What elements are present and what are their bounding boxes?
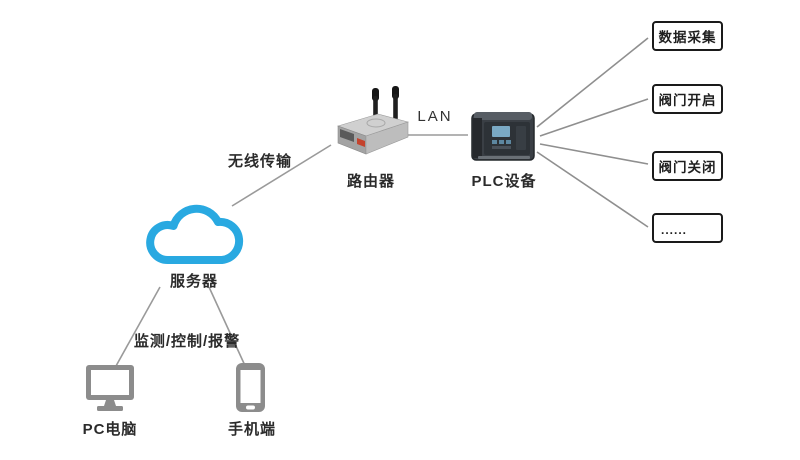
line-plc-output-4 xyxy=(536,151,649,228)
line-cloud-router xyxy=(231,144,332,207)
lan-link-label: LAN xyxy=(417,108,453,125)
monitor-link-label: 监测/控制/报警 xyxy=(133,333,241,350)
line-plc-output-1 xyxy=(536,37,649,128)
cloud-icon xyxy=(139,188,249,272)
server-label: 服务器 xyxy=(169,273,218,290)
output-box-label: 数据采集 xyxy=(658,30,717,45)
plc-icon xyxy=(470,106,538,164)
line-cloud-pc xyxy=(115,286,161,367)
output-box-valve-close: 阀门关闭 xyxy=(652,151,723,181)
pc-label: PC电脑 xyxy=(82,421,138,438)
line-plc-output-2 xyxy=(539,98,649,137)
output-box-more: ...... xyxy=(652,213,723,243)
output-box-label: ...... xyxy=(661,223,688,237)
output-box-valve-open: 阀门开启 xyxy=(652,84,723,114)
line-cloud-phone xyxy=(208,286,248,371)
pc-monitor-icon xyxy=(82,363,138,413)
output-box-label: 阀门开启 xyxy=(658,93,717,108)
router-label: 路由器 xyxy=(346,173,395,190)
phone-label: 手机端 xyxy=(227,421,276,438)
output-box-data-acquisition: 数据采集 xyxy=(652,21,723,51)
phone-icon xyxy=(234,361,268,415)
plc-label: PLC设备 xyxy=(471,173,537,190)
line-plc-output-3 xyxy=(539,143,649,165)
wireless-link-label: 无线传输 xyxy=(227,153,292,170)
router-icon xyxy=(330,82,412,164)
output-box-label: 阀门关闭 xyxy=(658,160,717,175)
